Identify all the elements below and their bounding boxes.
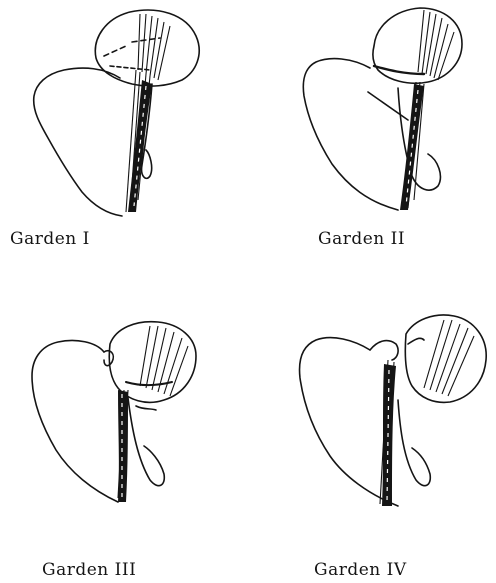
garden-2-label: Garden II — [318, 229, 405, 249]
garden-3-femoral-head — [109, 322, 196, 403]
garden-1-label: Garden I — [10, 229, 90, 249]
garden-3-panel: Garden III — [0, 290, 248, 583]
garden-3-label: Garden III — [42, 560, 136, 580]
garden-1-femur-outline — [34, 68, 122, 216]
garden-1-femoral-head — [95, 10, 199, 86]
garden-4-femur-drawing — [248, 290, 496, 583]
garden-2-femur-outline — [303, 59, 398, 210]
garden-4-panel: Garden IV — [248, 290, 496, 583]
garden-1-panel: Garden I — [0, 0, 248, 290]
garden-3-femur-drawing — [0, 290, 248, 583]
garden-2-femoral-head — [373, 8, 462, 83]
garden-4-label: Garden IV — [314, 560, 407, 580]
garden-2-panel: Garden II — [248, 0, 496, 290]
garden-4-femoral-head — [405, 315, 486, 402]
